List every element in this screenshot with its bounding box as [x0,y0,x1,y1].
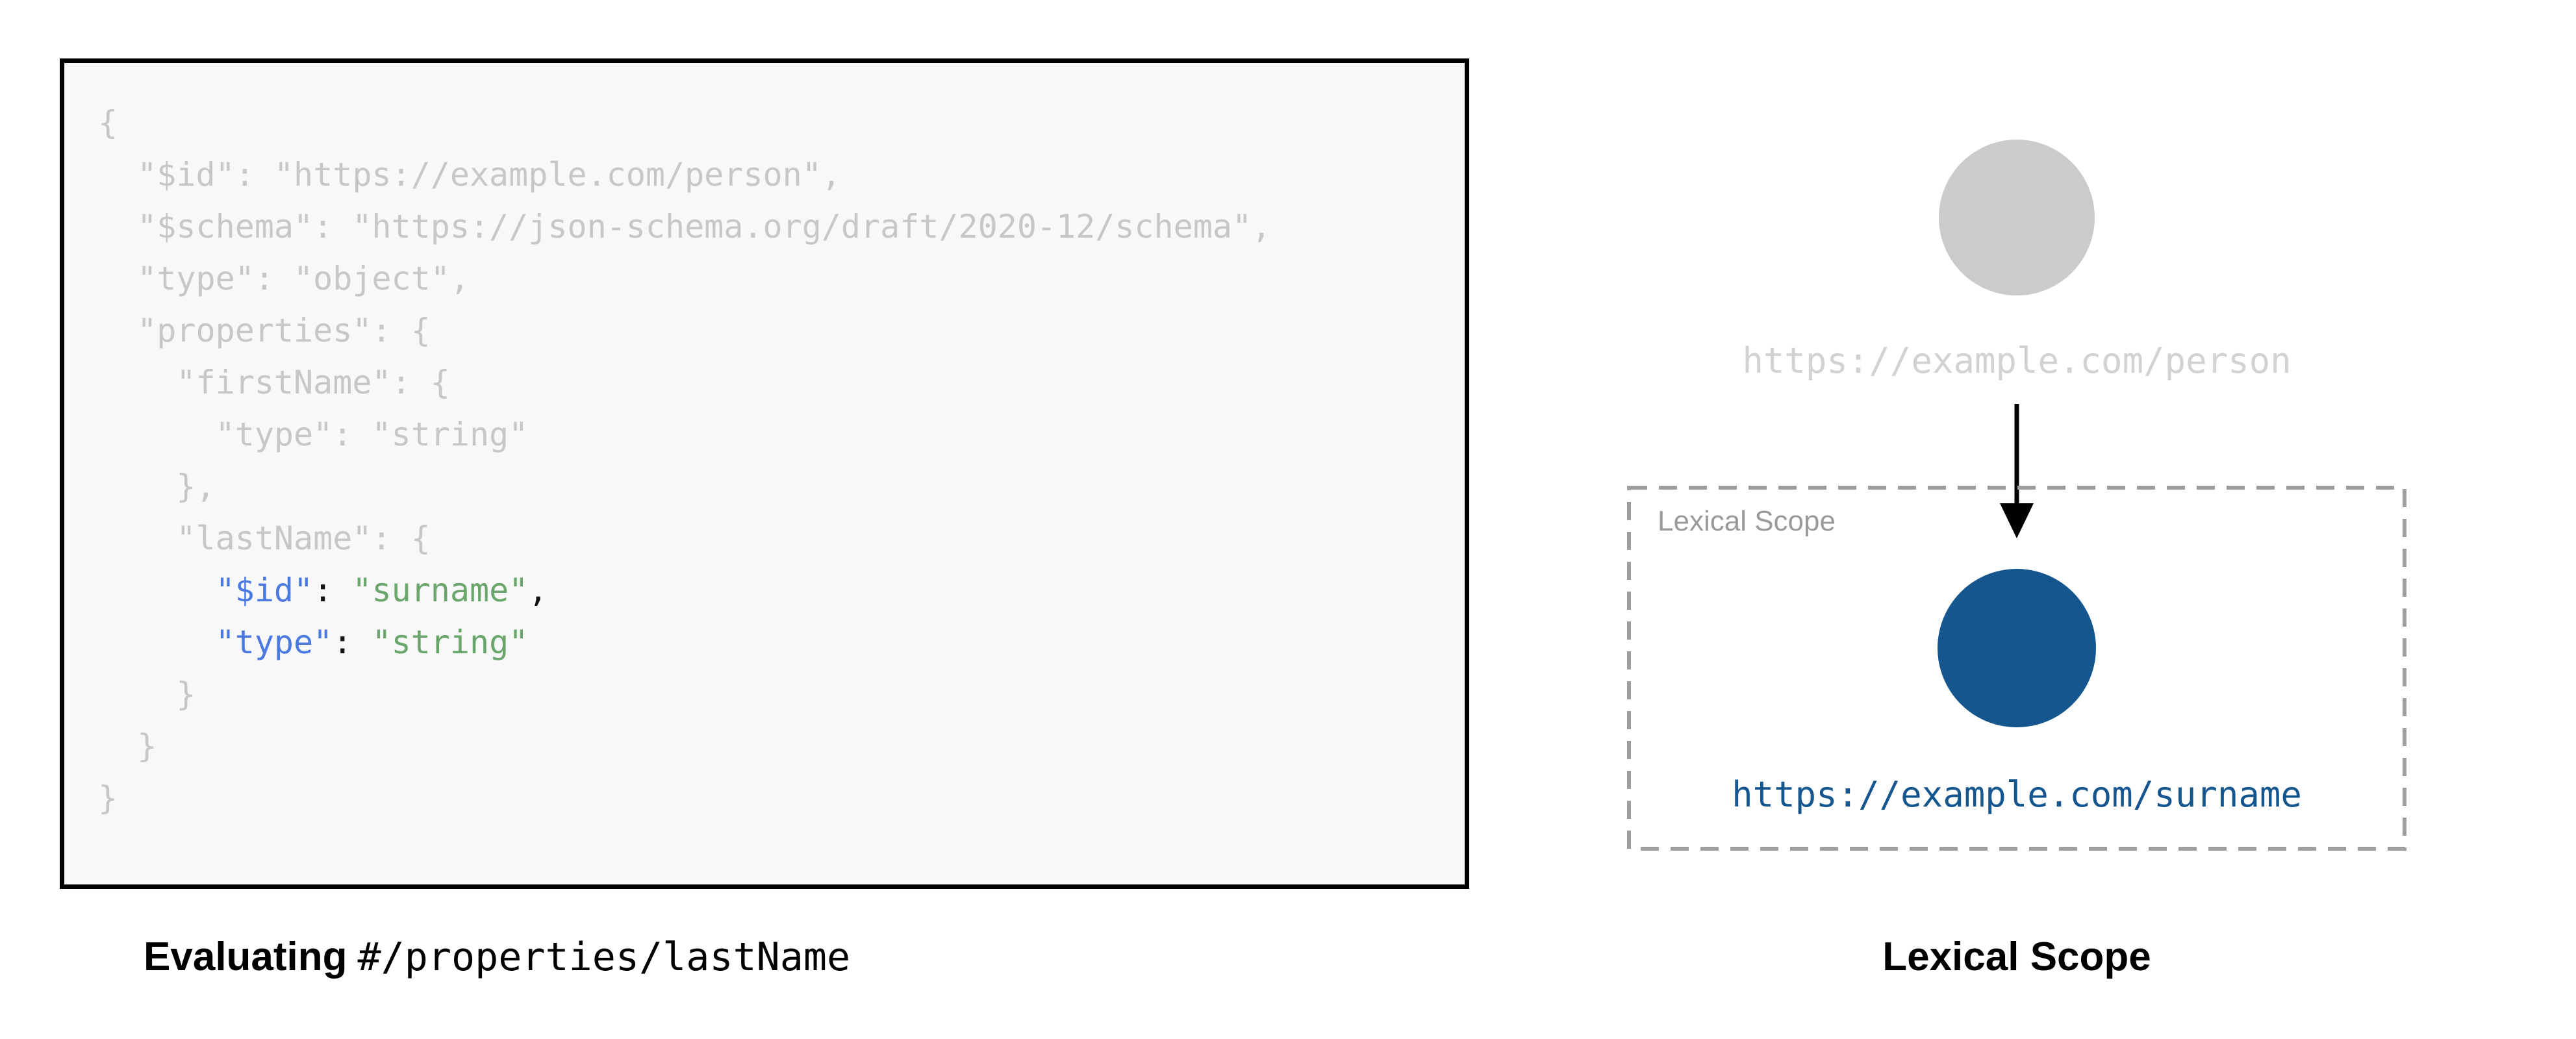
code-line: "lastName": { [98,520,431,557]
caption-lexical-scope: Lexical Scope [1882,934,2151,979]
code-line: "$id": "https://example.com/person", [98,156,841,194]
surname-schema-node [1938,569,2096,727]
caption-json-pointer: #/properties/lastName [357,934,851,980]
person-uri-label: https://example.com/person [1742,340,2292,381]
caption-evaluating: Evaluating#/properties/lastName [144,934,850,980]
code-line: "firstName": { [98,364,450,401]
json-schema-code-panel: { "$id": "https://example.com/person", "… [60,58,1469,889]
code-line: "properties": { [98,312,431,349]
caption-evaluating-word: Evaluating [144,934,347,979]
code-line: { [98,104,118,142]
lexical-scope-inner-label: Lexical Scope [1658,505,1836,537]
json-schema-code: { "$id": "https://example.com/person", "… [64,63,1297,824]
person-schema-node [1939,140,2095,295]
code-line: "type": "string" [215,623,529,661]
code-line: "$id": "surname", [215,571,548,609]
code-line: } [98,675,196,713]
code-line: } [98,727,157,765]
code-line: } [98,779,118,817]
lexical-scope-box [1627,486,2406,851]
code-line: "$schema": "https://json-schema.org/draf… [98,208,1272,245]
code-line: "type": "string" [98,416,529,453]
surname-uri-label: https://example.com/surname [1732,774,2302,815]
code-line: }, [98,468,216,505]
arrow-down-icon [2000,404,2034,538]
code-line: "type": "object", [98,260,470,297]
